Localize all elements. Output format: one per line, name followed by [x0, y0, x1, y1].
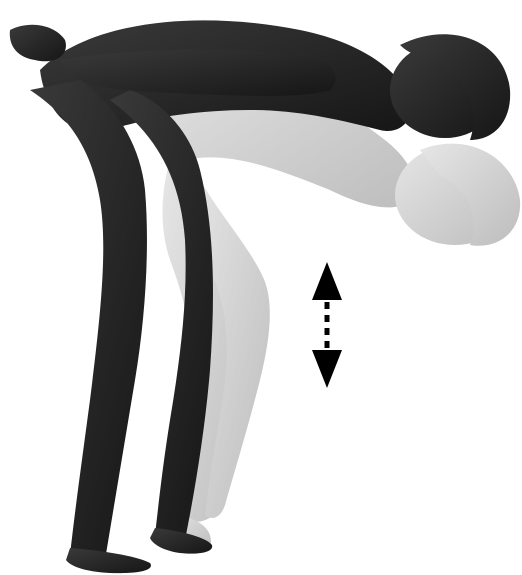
arrow-up-head	[312, 262, 342, 300]
vertical-motion-arrow	[312, 262, 342, 388]
arrow-down-head	[312, 350, 342, 388]
